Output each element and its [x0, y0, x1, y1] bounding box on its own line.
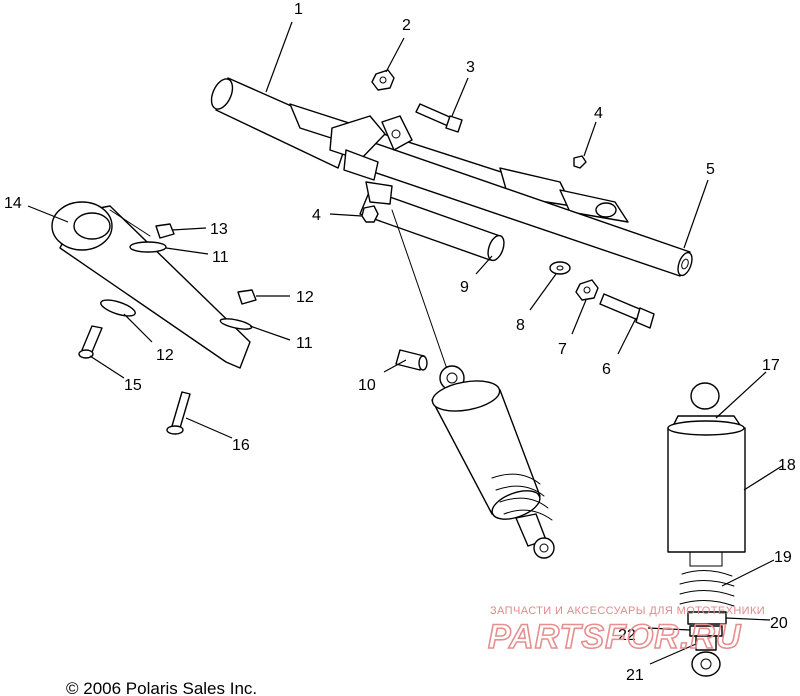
- callout-4-left: 4: [312, 207, 321, 224]
- callout-11-upper: 11: [212, 249, 229, 266]
- bolt-part-16: [166, 391, 191, 435]
- nut-part-7: [575, 279, 599, 301]
- callout-13: 13: [210, 221, 228, 238]
- callout-4-right: 4: [594, 105, 603, 122]
- bushing-part-13: [155, 223, 175, 239]
- nut-part-2: [371, 69, 395, 91]
- callout-5: 5: [706, 161, 715, 178]
- watermark: ЗАПЧАСТИ И АКСЕССУАРЫ ДЛЯ МОТОТЕХНИКИ PA…: [487, 605, 765, 657]
- callout-12-right: 12: [296, 289, 314, 306]
- a-arm-assembly: [210, 77, 693, 277]
- callout-19: 19: [774, 549, 792, 566]
- copyright-notice: © 2006 Polaris Sales Inc.: [66, 679, 257, 696]
- callout-18: 18: [778, 457, 796, 474]
- callout-22: 22: [618, 627, 636, 644]
- callout-6: 6: [602, 361, 611, 378]
- sleeve-part-10: [395, 349, 428, 371]
- callout-15: 15: [124, 377, 142, 394]
- leader-lines: [27, 21, 783, 665]
- callouts: 1 2 3 4 5 4 9 8 7 6 10 14 13 11 12 11 12…: [4, 1, 796, 684]
- nut-part-4-left: [361, 205, 379, 223]
- callout-11-lower: 11: [296, 335, 313, 352]
- washer-part-11-upper: [129, 241, 167, 253]
- callout-17: 17: [762, 357, 780, 374]
- callout-9: 9: [460, 279, 469, 296]
- stabilizer-link-part-14: [51, 201, 251, 369]
- nut-part-4-right: [573, 155, 587, 169]
- bolt-part-6: [599, 293, 655, 329]
- washer-part-12-left: [100, 299, 136, 317]
- watermark-subtitle: ЗАПЧАСТИ И АКСЕССУАРЫ ДЛЯ МОТОТЕХНИКИ: [490, 605, 765, 617]
- bushing-part-12-right: [237, 289, 257, 305]
- right-shock: [667, 382, 746, 677]
- watermark-brand: PARTSFOR.RU: [488, 618, 742, 656]
- washer-part-11-lower: [219, 318, 253, 330]
- callout-12-left: 12: [156, 347, 174, 364]
- callout-1: 1: [294, 1, 303, 18]
- callout-2: 2: [402, 17, 411, 34]
- center-shock: [391, 209, 555, 559]
- callout-14: 14: [4, 195, 22, 212]
- callout-20: 20: [770, 615, 788, 632]
- callout-21: 21: [626, 667, 644, 684]
- callout-10: 10: [358, 377, 376, 394]
- bolt-part-15: [78, 325, 103, 359]
- callout-8: 8: [516, 317, 525, 334]
- washer-part-8: [549, 261, 571, 275]
- callout-16: 16: [232, 437, 250, 454]
- callout-3: 3: [466, 59, 475, 76]
- bolt-part-3: [415, 103, 463, 133]
- callout-7: 7: [558, 341, 567, 358]
